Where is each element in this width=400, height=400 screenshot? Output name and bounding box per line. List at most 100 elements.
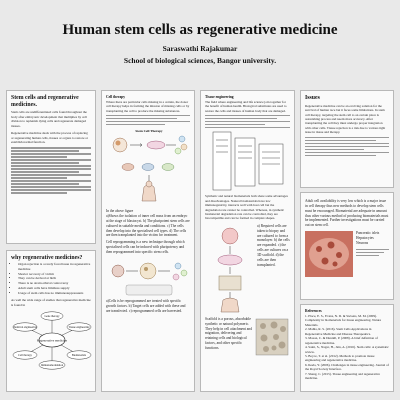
culture-dish-icon — [217, 254, 243, 266]
intro-text-2: Regenerative medicine deals with the pro… — [11, 131, 89, 144]
stem-cell-icon — [174, 262, 182, 270]
poster-affiliation: School of biological sciences, Bangor un… — [123, 56, 277, 65]
tissue-engineering-panel: Tissue engineering The field where engin… — [200, 90, 295, 392]
derived-cell-label: Pancreatic islets — [356, 231, 380, 236]
specialised-cell-icon — [180, 144, 188, 151]
stem-cell-therapy-figure: Stem Cell Therapy — [112, 129, 188, 202]
diagram-node-label: Gene therapy — [45, 315, 61, 318]
why-footer: As well the wide range of studies that r… — [11, 298, 91, 307]
diagram-node-label: Cell therapy — [18, 354, 32, 357]
stem-cell-icon — [172, 273, 180, 281]
diagram-center-node — [38, 332, 66, 348]
reprogramming-text: Cell reprogramming is a new technique th… — [106, 240, 185, 254]
diagram-center-label: Regenerative medicine — [37, 338, 68, 342]
poster-title: Human stem cells as regenerative medicin… — [62, 22, 338, 38]
cell-reprogramming-figure — [111, 262, 188, 296]
issues-panel: Issues Regenerative medicine can be an e… — [300, 90, 394, 188]
tissue-engineering-steps-text: a) Required cells are taken to biopsy an… — [257, 223, 290, 267]
reference-item: 2. Mahla, R. S. (2016). Stem Cells Appli… — [305, 327, 372, 336]
scaffold-text: Scaffold is a porous, absorbable synthet… — [205, 316, 252, 350]
derived-cell-label: Neurons — [356, 240, 369, 245]
intro-panel: Stem cells and regenerative medicines. S… — [6, 90, 96, 244]
scaffold-icon — [218, 275, 242, 291]
diagram-node-ellipse — [12, 350, 38, 360]
nucleus-icon — [144, 266, 148, 271]
scaffold-image — [255, 318, 289, 356]
reference-item: 5. Boyce, T. et al. (2012). Methods to p… — [305, 353, 375, 363]
culture-dish-icon — [146, 141, 166, 150]
biomaterials-figure — [212, 131, 284, 191]
tissue-steps-row: a) Required cells are taken to biopsy an… — [205, 224, 290, 314]
cell-icon — [111, 264, 125, 278]
derived-cell-types: Pancreatic islets Hepatocytes Neurons — [353, 231, 389, 277]
intro-heading: Stem cells and regenerative medicines. — [11, 95, 79, 108]
conclusion-text: Adult cell availability is very low whic… — [305, 199, 389, 228]
conclusion-figures-row: Pancreatic islets Hepatocytes Neurons — [305, 231, 389, 278]
diagram-node-ellipse — [40, 311, 64, 321]
diagram-node-ellipse — [66, 350, 92, 360]
intro-body-lines — [11, 147, 91, 194]
reprogrammed-cell-icon — [139, 262, 157, 280]
specialised-cell-icon — [178, 136, 186, 143]
why-bullet: Usage of stem cells has no immunosuppres… — [18, 291, 91, 296]
reprogramming-steps: a)Cells is be reprogrammed are treated w… — [106, 298, 186, 313]
head-icon — [145, 181, 153, 188]
why-bullet: Shorter recovery of victim — [18, 272, 91, 277]
figure-title: Stem Cell Therapy — [135, 129, 163, 133]
why-bullet: They can be derived at birth — [18, 276, 91, 281]
poster-author: Saraswathi Rajakumar — [162, 44, 238, 53]
tissue-engineering-body-lines — [205, 114, 290, 129]
conclusion-panel: Adult cell availability is very low whic… — [300, 192, 394, 300]
biomaterial-class-box — [234, 137, 256, 187]
cell-therapy-text: Where there are particular cells missing… — [106, 100, 190, 113]
references-panel: References 1. Place, E. S., Evans, N. D.… — [300, 304, 394, 392]
reference-item: 1. Place, E. S., Evans, N. D. & Stevens,… — [305, 314, 382, 327]
cell-therapy-panel: Cell therapy Where there are particular … — [101, 90, 195, 392]
why-bullet-list: Organ rejection is a rarely faced issue … — [11, 262, 91, 297]
diagram-node-label: Immunomodulation — [41, 364, 64, 367]
derived-cell-label: Hepatocytes — [356, 235, 374, 240]
stem-cell-culture-image — [305, 231, 353, 278]
issues-heading: Issues — [305, 95, 320, 101]
tissue-engineering-steps-figure — [217, 227, 243, 313]
human-figure-icon — [220, 297, 240, 313]
figure-caption-steps: a)Shows the isolation of inner cell mass… — [106, 214, 190, 238]
why-panel: why regenerative medicines? Organ reject… — [6, 250, 96, 392]
scaffold-row: Scaffold is a porous, absorbable synthet… — [205, 317, 290, 357]
inner-cell-mass-icon — [115, 140, 121, 146]
reference-item: 6. Ikada, Y. (2006). Challenges in tissu… — [305, 362, 389, 372]
blastocyst-icon — [112, 138, 128, 153]
arrow-head-icon — [139, 143, 143, 147]
tissue-engineering-text: The field where engineering and life sci… — [205, 100, 287, 113]
intro-text-1: Stem cells are undifferentiated cells fo… — [11, 110, 87, 128]
biopsy-icon — [221, 227, 239, 245]
specialised-cell-icon — [174, 148, 182, 155]
diagram-node-ellipse — [66, 322, 92, 332]
cell-therapy-heading: Cell therapy — [106, 95, 126, 99]
reference-item: 3. Mason, C. & Dunnill, P. (2008). A bri… — [305, 336, 378, 345]
why-heading: why regenerative medicines? — [11, 255, 83, 261]
cell-therapy-body-lines — [106, 114, 190, 126]
cell-icon — [121, 163, 135, 171]
diagram-node-label: chemical engineering — [13, 326, 38, 329]
references-heading: References — [305, 309, 322, 313]
why-bullet: Adult stem cells have limitless supply — [18, 286, 91, 291]
tissue-engineering-heading: Tissue engineering — [205, 95, 234, 99]
biomaterials-comparison-text: Synthetic and natural biomaterials both … — [205, 194, 288, 221]
culture-plate-icon — [125, 284, 173, 296]
diagram-node-ellipse — [38, 360, 66, 370]
cell-icon — [161, 163, 175, 171]
regenerative-medicine-diagram: Regenerative medicine Gene therapy Tissu… — [12, 311, 92, 370]
diagram-node-label: Tissue engineering — [68, 326, 90, 329]
figure-caption-intro: In the above figure — [106, 209, 134, 214]
diagram-node-ellipse — [12, 322, 38, 332]
stem-cell-icon — [180, 269, 188, 277]
why-bullet: There is no strain ethical controversy — [18, 281, 91, 286]
cell-icon — [141, 163, 155, 171]
diagram-node-label: Biomaterials — [72, 354, 86, 357]
why-bullet: Organ rejection is a rarely faced issue … — [18, 262, 91, 272]
reference-item: 4. Saini, S., Nagar, H., Jain, A. (2016)… — [305, 345, 389, 354]
issues-text: Regenerative medicine can be an evolving… — [305, 103, 386, 135]
issues-body-lines — [305, 136, 389, 157]
